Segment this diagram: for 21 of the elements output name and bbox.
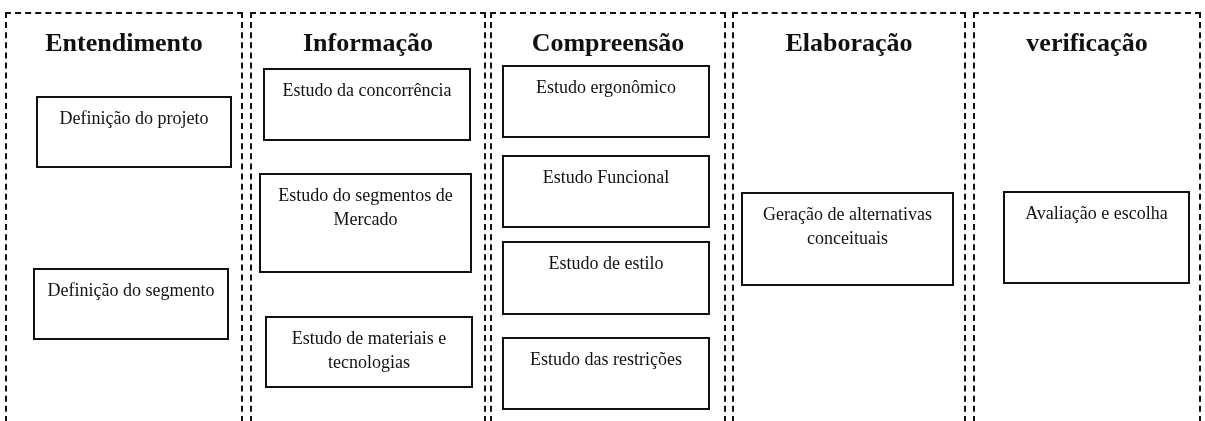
process-box: Estudo Funcional — [502, 155, 710, 228]
column-panel — [250, 12, 486, 421]
process-box: Estudo do segmentos de Mercado — [259, 173, 472, 273]
process-box: Estudo das restrições — [502, 337, 710, 410]
column-panel — [973, 12, 1201, 421]
column-panel — [732, 12, 966, 421]
column-panel — [490, 12, 726, 421]
process-box: Estudo de materiais e tecnologias — [265, 316, 473, 388]
process-box: Estudo da concorrência — [263, 68, 471, 141]
column-heading: Compreensão — [530, 28, 686, 58]
process-box: Estudo ergonômico — [502, 65, 710, 138]
process-box: Estudo de estilo — [502, 241, 710, 315]
process-box: Avaliação e escolha — [1003, 191, 1190, 284]
process-box: Definição do segmento — [33, 268, 229, 340]
column-heading: Entendimento — [44, 28, 204, 58]
column-heading: Elaboração — [784, 28, 914, 58]
column-heading: verificação — [1025, 28, 1149, 58]
process-box: Definição do projeto — [36, 96, 232, 168]
process-box: Geração de alternativas conceituais — [741, 192, 954, 286]
column-panel — [5, 12, 243, 421]
column-heading: Informação — [302, 28, 434, 58]
